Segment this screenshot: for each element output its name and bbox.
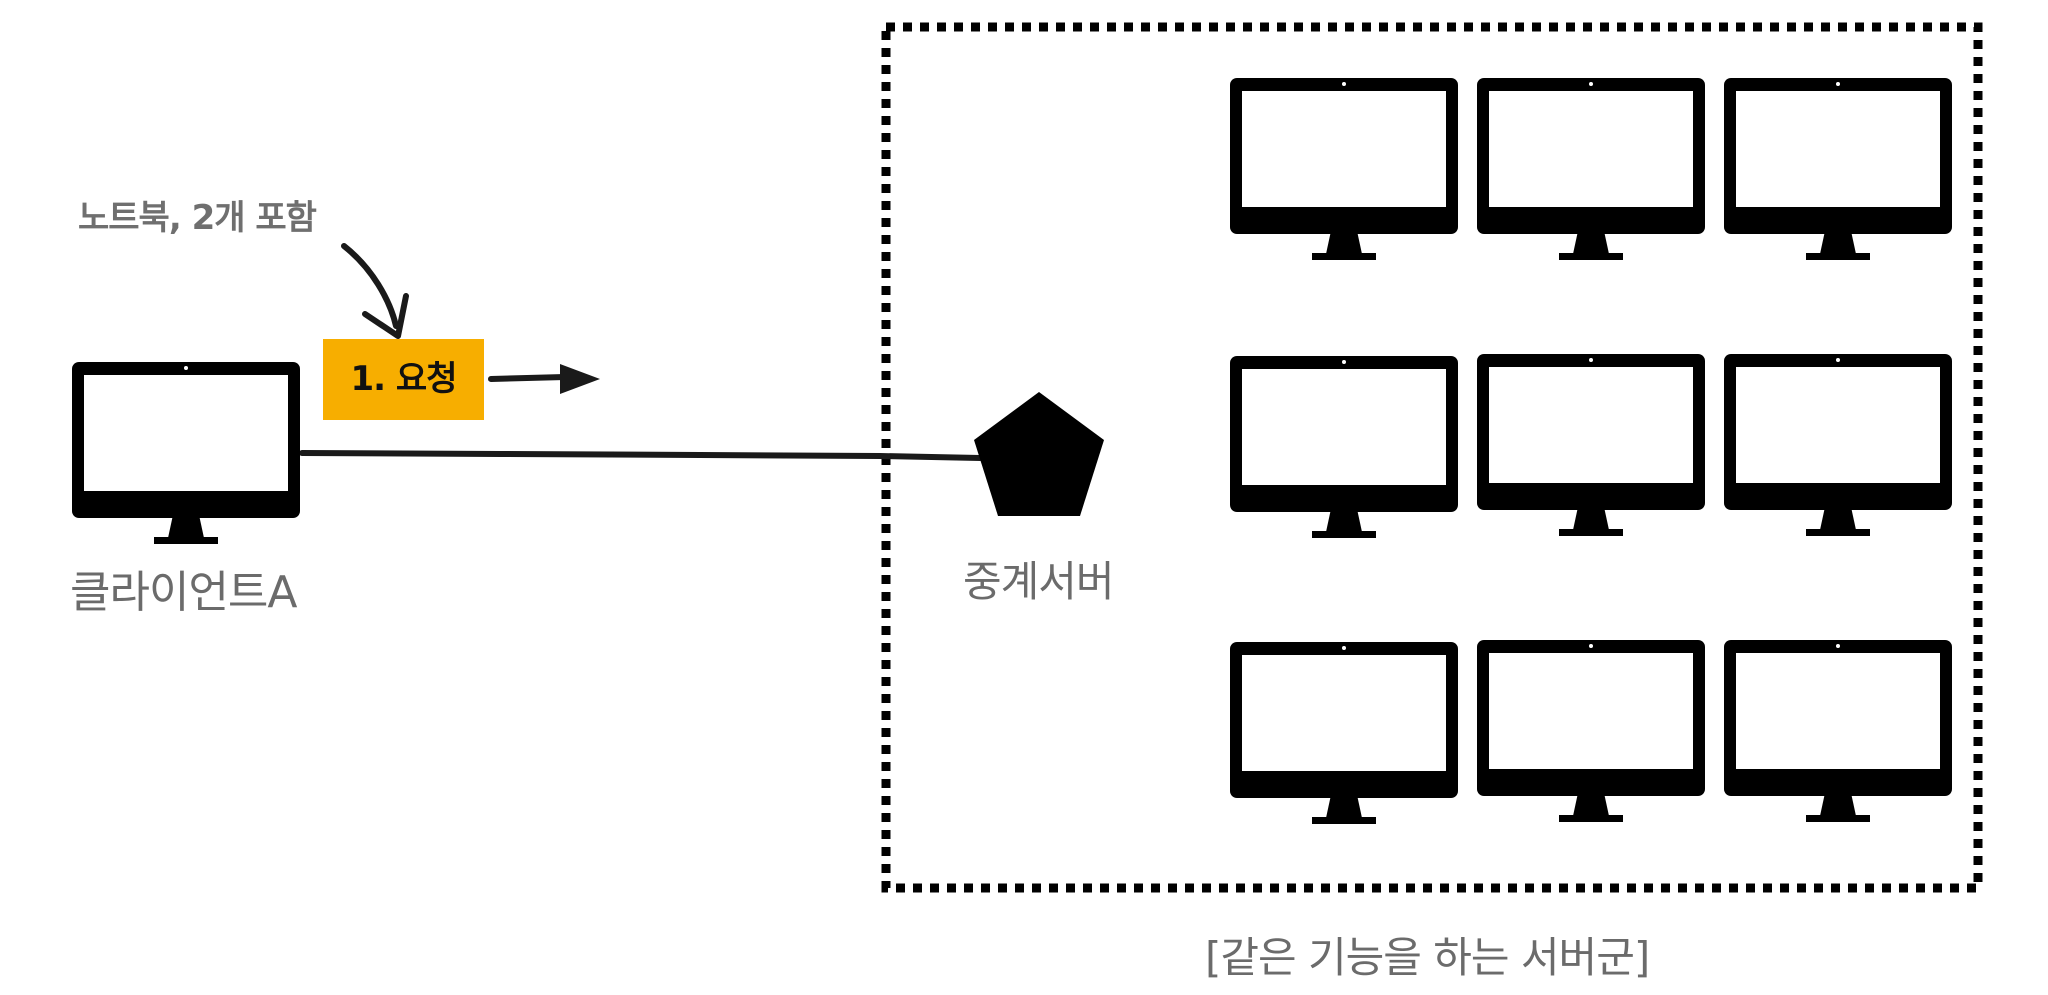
server-monitor-icon bbox=[1477, 78, 1705, 260]
request-step-badge: 1. 요청 bbox=[323, 339, 484, 420]
server-monitor-icon bbox=[1230, 78, 1458, 260]
client-to-relay-connection bbox=[299, 450, 983, 461]
server-monitor-icon bbox=[1477, 354, 1705, 536]
server-monitor-icon bbox=[1724, 640, 1952, 822]
client-label: 클라이언트A bbox=[70, 567, 297, 618]
relay-server-label: 중계서버 bbox=[963, 557, 1115, 606]
server-group-label: [같은 기능을 하는 서버군] bbox=[1205, 933, 1650, 982]
annotation-note: 노트북, 2개 포함 bbox=[78, 198, 317, 238]
server-monitor-icon bbox=[1724, 78, 1952, 260]
server-monitor-icon bbox=[1724, 354, 1952, 536]
server-monitor-icon bbox=[1230, 356, 1458, 538]
server-monitor-icon bbox=[1230, 642, 1458, 824]
relay-server-icon bbox=[974, 392, 1104, 516]
server-monitor-icon bbox=[1477, 640, 1705, 822]
request-direction-arrow bbox=[488, 364, 600, 394]
client-monitor-icon bbox=[72, 362, 300, 544]
request-step-label: 1. 요청 bbox=[350, 359, 458, 399]
annotation-arrow bbox=[341, 243, 409, 339]
